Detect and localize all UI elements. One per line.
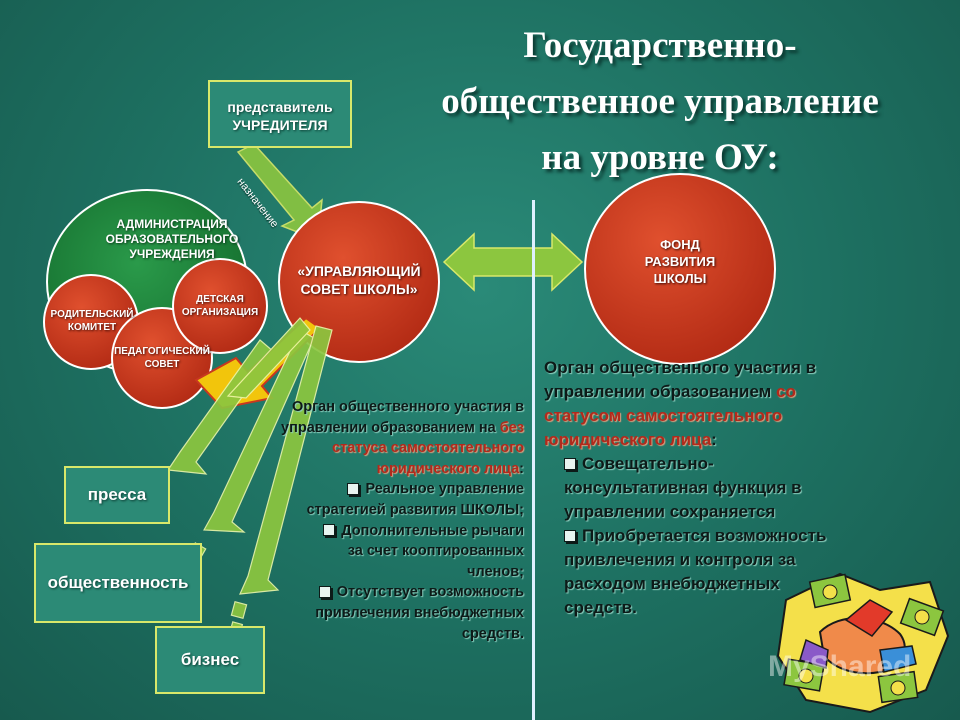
- right-bullet-2-line-1: Приобретается возможность: [544, 524, 854, 548]
- vertical-divider: [532, 200, 535, 720]
- press-label: пресса: [87, 485, 147, 504]
- administration-line-3: УЧРЕЖДЕНИЯ: [129, 247, 215, 261]
- parent-committee-label: РОДИТЕЛЬСКИЙ КОМИТЕТ: [36, 309, 148, 334]
- right-intro-end: :: [711, 430, 717, 449]
- right-bullet-1-line-1: Совещательно-: [544, 452, 854, 476]
- administration-line-2: ОБРАЗОВАТЕЛЬНОГО: [105, 232, 239, 246]
- founder-line-2: УЧРЕДИТЕЛЯ: [232, 117, 328, 133]
- development-fund-circle: [584, 173, 776, 365]
- development-fund-line-2: РАЗВИТИЯ: [644, 254, 716, 269]
- left-bullet-1-line-1: Реальное управление: [228, 479, 524, 500]
- left-bullet-1-line-2: стратегией развития ШКОЛЫ;: [306, 501, 524, 518]
- right-intro-line-2: управлении образованием со: [544, 380, 854, 404]
- governing-council-label: «УПРАВЛЯЮЩИЙ СОВЕТ ШКОЛЫ»: [284, 262, 434, 298]
- right-intro-red-1: со: [775, 382, 796, 401]
- children-org-circle: [172, 258, 268, 354]
- title-line-3: на уровне ОУ:: [541, 137, 779, 178]
- right-bullet-1-line-2: консультативная функция в: [564, 478, 802, 497]
- left-bullet-3-line-1: Отсутствует возможность: [228, 582, 524, 603]
- right-bullet-2-line-3: расходом внебюджетных: [564, 574, 780, 593]
- teamwork-hands-icon: [776, 572, 950, 714]
- left-intro-end: :: [519, 460, 524, 477]
- left-bullet-3-line-2: привлечения внебюджетных: [315, 604, 524, 621]
- public-label: общественность: [47, 573, 189, 592]
- right-intro-line-1: Орган общественного участия в: [544, 358, 817, 377]
- right-description: Орган общественного участия в управлении…: [544, 356, 854, 620]
- right-bullet-2-line-4: средств.: [564, 598, 637, 617]
- left-intro-red-2: статуса самостоятельного: [332, 440, 524, 457]
- left-bullet-2-line-1: Дополнительные рычаги: [228, 521, 524, 542]
- business-label: бизнес: [180, 650, 240, 669]
- right-intro-red-3: юридического лица: [544, 430, 712, 449]
- right-intro-line-4: юридического лица:: [544, 428, 854, 452]
- checkbox-bullet-icon: [318, 585, 331, 598]
- slide-title: Государственно- общественное управление …: [370, 18, 950, 186]
- founder-line-1: представитель: [227, 99, 333, 115]
- title-line-1: Государственно-: [523, 25, 797, 66]
- public-box: общественность: [34, 543, 202, 623]
- checkbox-bullet-icon: [323, 523, 336, 536]
- checkbox-bullet-icon: [564, 529, 576, 542]
- governing-council-line-1: «УПРАВЛЯЮЩИЙ: [297, 263, 421, 279]
- right-bullet-1-line-3: управлении сохраняется: [564, 502, 776, 521]
- business-box: бизнес: [155, 626, 265, 694]
- title-line-2: общественное управление: [441, 81, 879, 122]
- left-intro-red-3: юридического лица: [376, 460, 520, 477]
- pedagogical-council-label: ПЕДАГОГИЧЕСКИЙ СОВЕТ: [106, 346, 218, 371]
- pedagogical-council-line-1: ПЕДАГОГИЧЕСКИЙ: [114, 346, 210, 357]
- press-box: пресса: [64, 466, 170, 524]
- governing-council-line-2: СОВЕТ ШКОЛЫ»: [300, 281, 418, 297]
- right-bullet-2-text-1: Приобретается возможность: [582, 526, 827, 545]
- right-bullet-1-text-1: Совещательно-: [582, 454, 714, 473]
- left-bullet-2-line-3: членов;: [467, 563, 524, 580]
- left-bullet-3-line-3: средств.: [461, 625, 524, 642]
- governing-council-circle: [278, 201, 440, 363]
- right-intro-text: управлении образованием: [544, 382, 776, 401]
- left-description: Орган общественного участия в управлении…: [228, 397, 524, 644]
- children-org-line-1: ДЕТСКАЯ: [196, 294, 244, 305]
- development-fund-line-1: ФОНД: [660, 237, 700, 252]
- children-org-label: ДЕТСКАЯ ОРГАНИЗАЦИЯ: [170, 294, 270, 319]
- founder-representative-box: представитель УЧРЕДИТЕЛЯ: [208, 80, 352, 148]
- development-fund-label: ФОНД РАЗВИТИЯ ШКОЛЫ: [620, 236, 740, 287]
- watermark: MyShared: [768, 650, 912, 683]
- administration-label: АДМИНИСТРАЦИЯ ОБРАЗОВАТЕЛЬНОГО УЧРЕЖДЕНИ…: [72, 217, 272, 262]
- parent-committee-line-1: РОДИТЕЛЬСКИЙ: [50, 309, 134, 320]
- left-bullet-2-text-1: Дополнительные рычаги: [341, 522, 524, 539]
- left-intro-line-2: управлении образованием на без: [228, 418, 524, 439]
- left-intro-text: управлении образованием на: [281, 419, 500, 436]
- administration-line-1: АДМИНИСТРАЦИЯ: [116, 217, 228, 231]
- right-intro-red-2: статусом самостоятельного: [544, 406, 783, 425]
- checkbox-bullet-icon: [564, 457, 576, 470]
- left-intro-red-1: без: [499, 419, 524, 436]
- checkbox-bullet-icon: [347, 482, 360, 495]
- left-bullet-3-text-1: Отсутствует возможность: [336, 584, 524, 601]
- left-bullet-2-line-2: за счет кооптированных: [347, 543, 524, 560]
- left-intro-line-1: Орган общественного участия в: [291, 399, 524, 415]
- left-intro-line-4: юридического лица:: [228, 459, 524, 480]
- parent-committee-line-2: КОМИТЕТ: [67, 321, 117, 333]
- left-bullet-1-text-1: Реальное управление: [365, 481, 524, 498]
- development-fund-line-3: ШКОЛЫ: [653, 271, 707, 286]
- double-arrow: [442, 232, 584, 292]
- children-org-line-2: ОРГАНИЗАЦИЯ: [181, 306, 259, 318]
- right-bullet-2-line-2: привлечения и контроля за: [564, 550, 796, 569]
- pedagogical-council-line-2: СОВЕТ: [144, 358, 180, 370]
